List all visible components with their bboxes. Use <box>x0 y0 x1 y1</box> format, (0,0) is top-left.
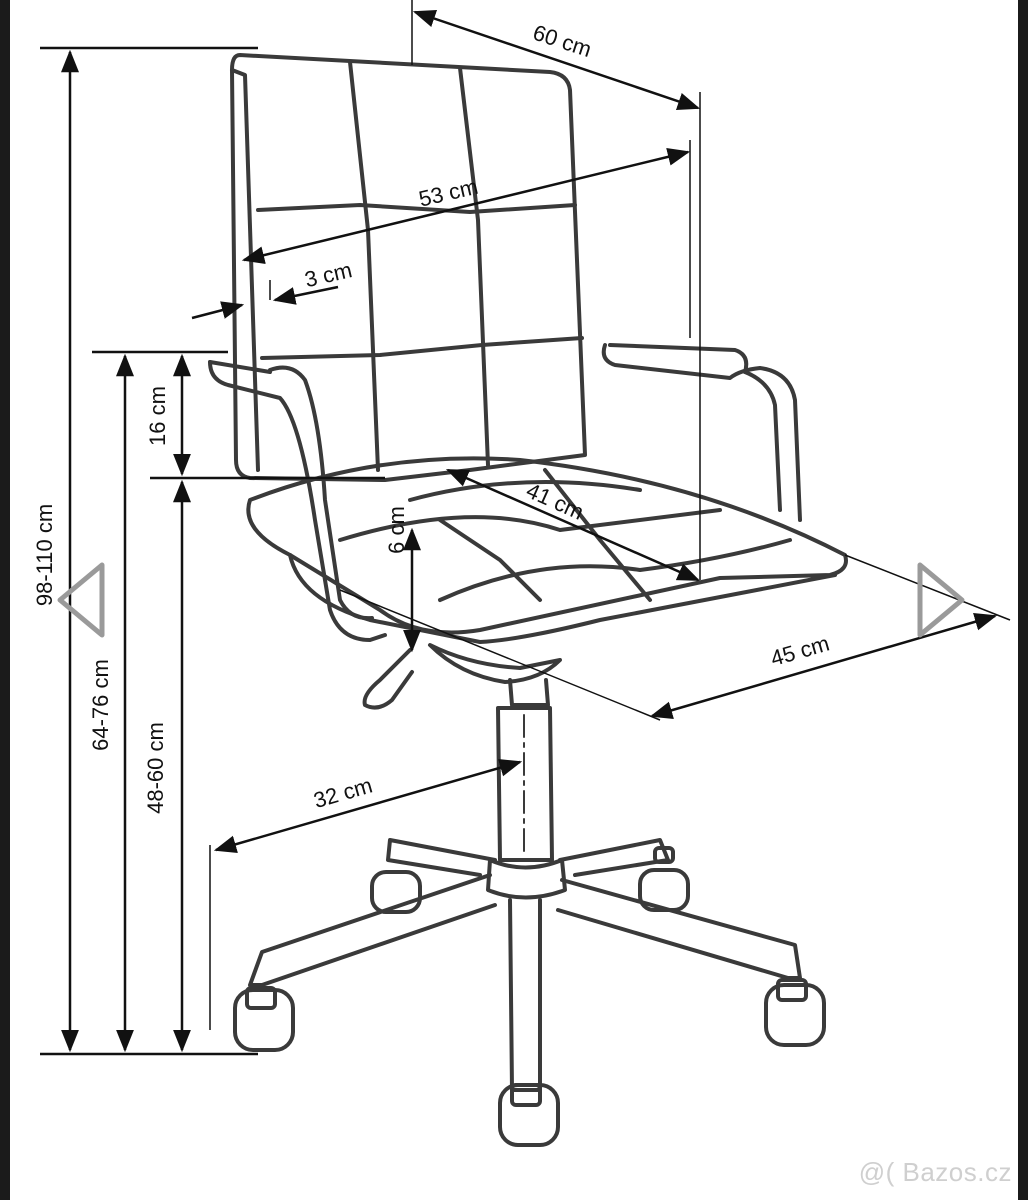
back-width-arrow <box>241 148 691 264</box>
triangle-left-icon <box>57 562 105 638</box>
left-border-strip <box>0 0 10 1200</box>
caster-right <box>764 978 826 1047</box>
armrest-right-pad <box>608 343 749 374</box>
base-leg-back-left <box>386 838 497 877</box>
total-width-arrow <box>412 9 701 111</box>
caster-front <box>498 1083 560 1147</box>
label-seat-height: 48-60 cm <box>143 722 168 814</box>
label-seat-thickness: 6 cm <box>384 506 409 554</box>
backrest-seam-h1 <box>256 203 577 214</box>
seat-mechanism <box>428 643 562 684</box>
chair-illustration <box>208 53 848 1147</box>
label-back-thickness: 3 cm <box>302 257 354 292</box>
height-lever <box>362 648 414 710</box>
triangle-right-icon <box>917 562 965 638</box>
caster-left <box>233 986 295 1052</box>
label-seat-width: 45 cm <box>768 631 832 672</box>
caster-back-right <box>638 846 690 912</box>
backrest-seam-h2 <box>260 336 584 360</box>
dimension-lines <box>40 0 1011 1056</box>
right-border-strip <box>1018 0 1028 1200</box>
caster-back-left <box>370 870 422 914</box>
backrest-seam-v1 <box>348 60 380 472</box>
armrest-right <box>601 343 802 522</box>
depth-ref-front <box>339 589 661 721</box>
next-image-button[interactable] <box>912 555 972 645</box>
armrest-left-pad <box>208 360 272 374</box>
backrest-seam-v2 <box>458 66 490 467</box>
watermark: @( Bazos.cz <box>858 1157 1012 1187</box>
dimension-labels: 98-110 cm 64-76 cm 48-60 cm 16 cm 6 cm 6… <box>32 20 832 814</box>
back-thickness-arrow-left <box>191 301 245 320</box>
backrest-side <box>230 68 260 472</box>
gas-lift-outer <box>508 678 550 707</box>
base-leg-left <box>248 873 497 987</box>
seat-depth-arrow <box>445 468 701 582</box>
label-total-height: 98-110 cm <box>32 504 57 606</box>
seat-cushion <box>246 456 848 635</box>
seat-seam-5 <box>438 518 542 602</box>
label-total-width: 60 cm <box>530 20 595 62</box>
armrest-right-inner <box>743 370 782 512</box>
seat-width-arrow <box>649 613 998 719</box>
label-armrest-height: 64-76 cm <box>88 659 113 751</box>
seat-front-edge <box>288 553 837 644</box>
seat-seam-3 <box>438 538 792 602</box>
base-leg-front <box>508 898 542 1092</box>
depth-ref-right <box>844 554 1011 621</box>
label-armrest-above-seat: 16 cm <box>145 386 170 446</box>
armrest-left <box>208 360 387 642</box>
back-thickness-arrow-right <box>272 285 339 305</box>
backrest <box>230 53 587 482</box>
column-collar <box>486 858 567 900</box>
base-leg-right <box>556 878 802 980</box>
armrest-left-inner <box>268 365 374 621</box>
base-radius-arrow <box>213 758 523 854</box>
previous-image-button[interactable] <box>50 555 110 645</box>
